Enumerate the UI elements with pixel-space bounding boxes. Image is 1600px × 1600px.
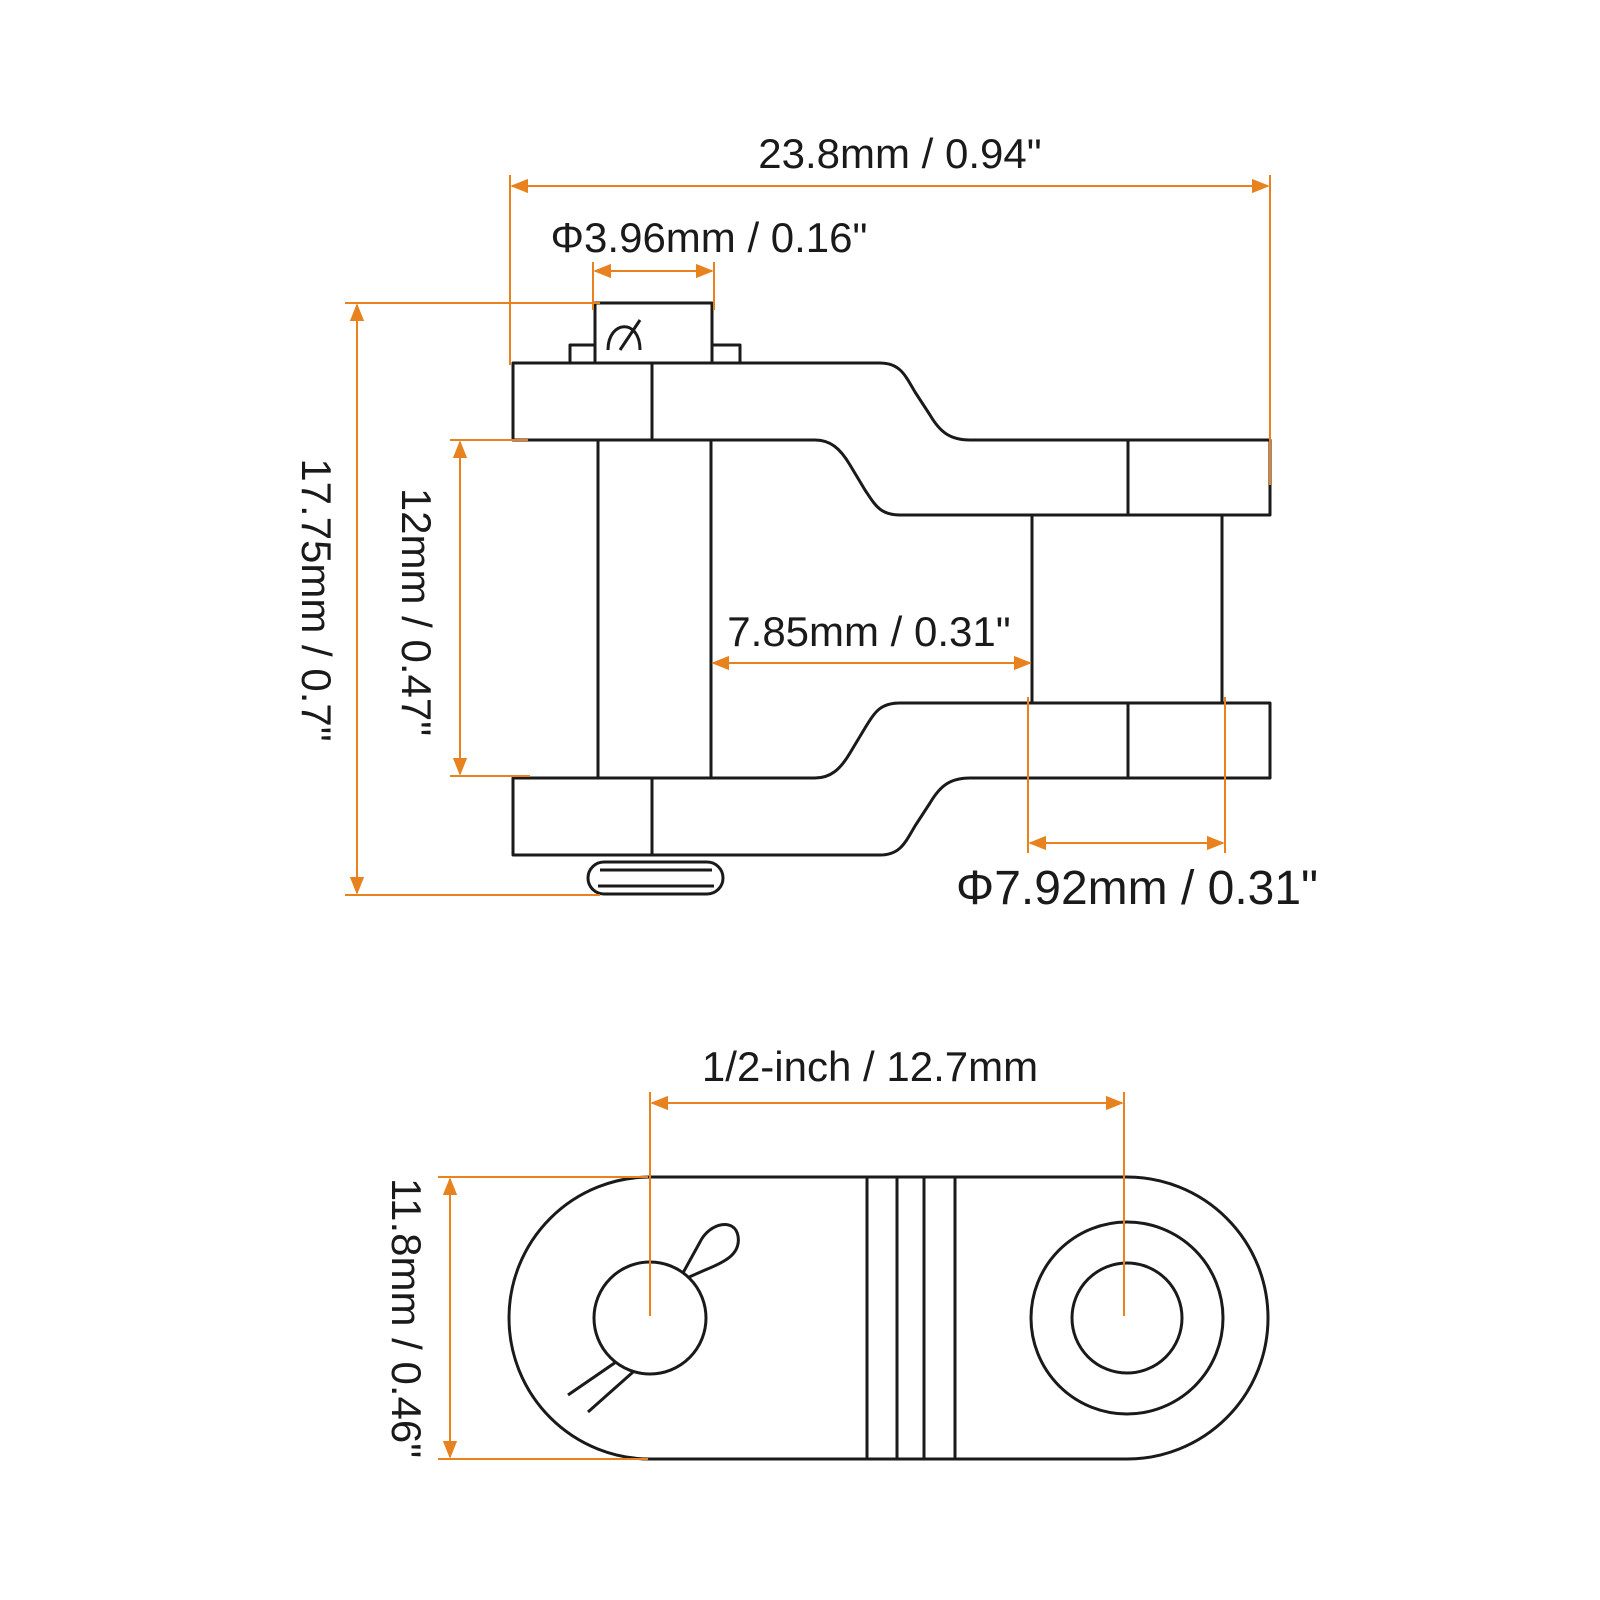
pin-diameter-label: Φ3.96mm / 0.16" [551, 214, 868, 261]
top-view [507, 1175, 1270, 1461]
side-view-dimensions: 23.8mm / 0.94" Φ3.96mm / 0.16" 17.75mm /… [293, 130, 1318, 915]
outer-plate-lower [511, 701, 1272, 857]
top-view-dimensions: 1/2-inch / 12.7mm 11.8mm / 0.46" [383, 1043, 1125, 1460]
outer-plate-upper [511, 361, 1272, 517]
roller-bore-circle [1070, 1261, 1184, 1375]
cotter-pin-leg [618, 319, 642, 351]
inner-width-label: 12mm / 0.47" [393, 488, 440, 736]
roller-diameter-label: Φ7.92mm / 0.31" [956, 862, 1318, 915]
connecting-pin [596, 438, 713, 780]
cotter-pin-loop [606, 325, 642, 351]
pitch-label: 1/2-inch / 12.7mm [702, 1043, 1038, 1090]
overall-length-label: 23.8mm / 0.94" [758, 130, 1041, 177]
inner-gap-label: 7.85mm / 0.31" [727, 608, 1010, 655]
overall-height-label: 17.75mm / 0.7" [293, 458, 340, 741]
cotter-tab-left [568, 343, 597, 365]
pin-head-bottom [586, 860, 725, 896]
roller [1030, 513, 1224, 705]
plate-height-label: 11.8mm / 0.46" [383, 1178, 430, 1458]
cotter-pin-loop-top [674, 1223, 740, 1286]
cotter-tab-right [710, 343, 742, 365]
side-view [511, 301, 1272, 896]
